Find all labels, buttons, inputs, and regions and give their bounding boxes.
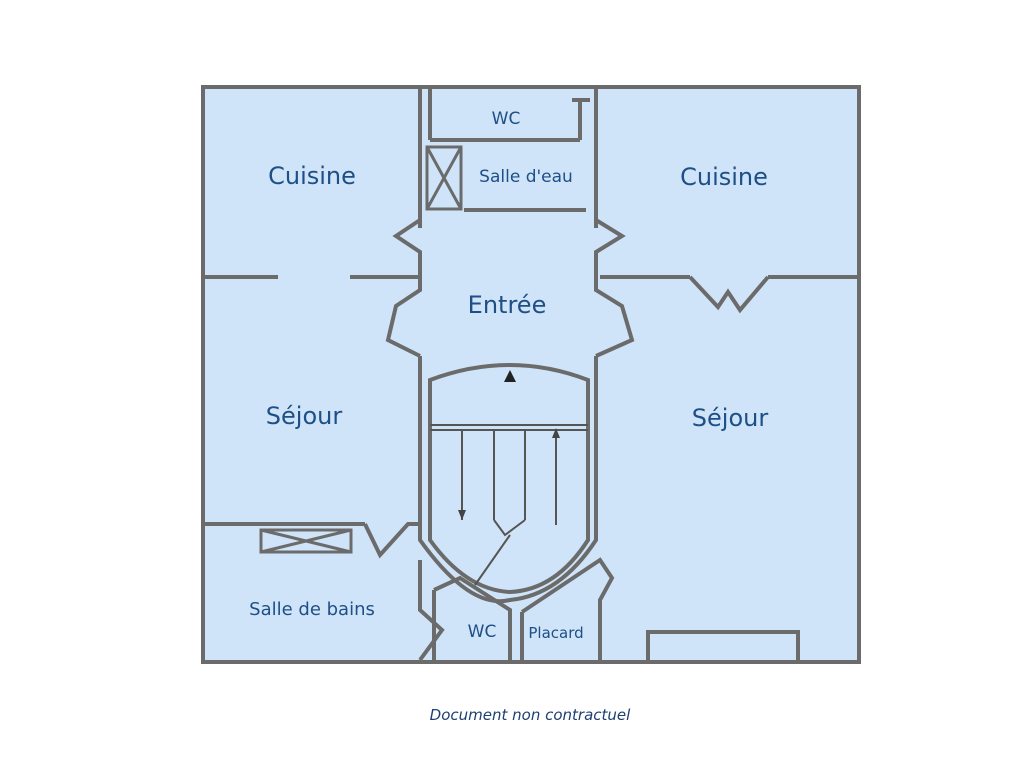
label-salle-de-bains: Salle de bains	[249, 599, 375, 620]
staircase	[430, 424, 588, 586]
ventilation-shaft-bottom	[259, 528, 353, 554]
ventilation-shaft-top	[425, 145, 463, 211]
walls	[203, 87, 859, 662]
building-footprint	[201, 85, 861, 664]
label-salle-deau: Salle d'eau	[479, 167, 573, 187]
label-sejour-right: Séjour	[692, 404, 769, 432]
label-placard: Placard	[528, 624, 583, 642]
label-cuisine-right: Cuisine	[680, 163, 768, 191]
label-wc-top: WC	[492, 109, 521, 129]
label-entree: Entrée	[468, 291, 547, 319]
stair-arrow-icon	[504, 370, 516, 382]
disclaimer-caption: Document non contractuel	[429, 706, 631, 724]
label-wc-bottom: WC	[468, 622, 497, 642]
label-cuisine-left: Cuisine	[268, 162, 356, 190]
stair-up-arrow-icon	[552, 428, 560, 438]
stair-down-arrow-icon	[458, 510, 466, 520]
label-sejour-left: Séjour	[266, 402, 343, 430]
